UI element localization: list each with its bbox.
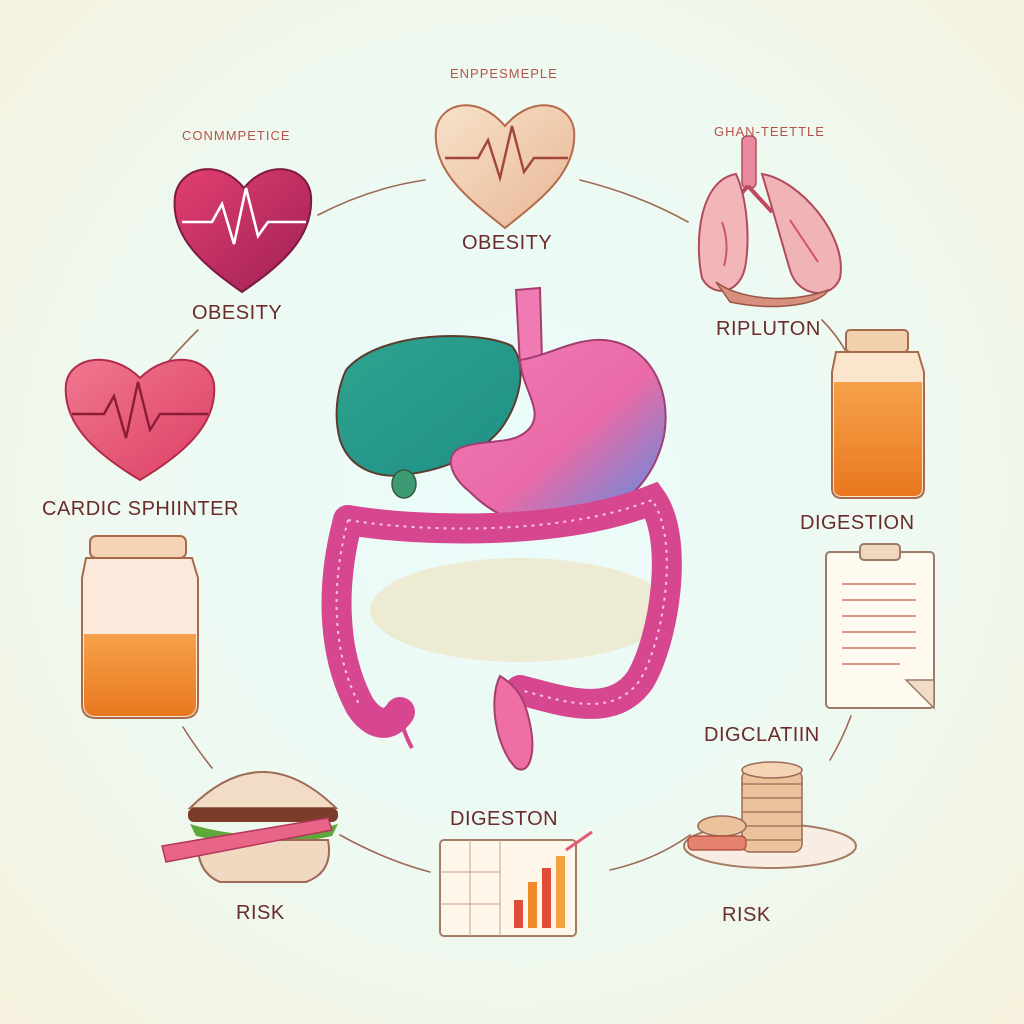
jar-icon	[831, 329, 925, 499]
heart-ecg-icon	[64, 358, 216, 482]
digestive-system-illustration	[321, 286, 682, 771]
label-obesity-top: OBESITY	[462, 232, 553, 254]
header-top-left: CONMMPETICE	[182, 128, 291, 143]
lungs-icon	[697, 135, 842, 308]
connector-lines	[167, 179, 852, 873]
label-cardic-sphiinter: CARDIC SPHIINTER	[42, 498, 239, 520]
header-top: ENPPESMEPLE	[450, 66, 558, 81]
heart-ecg-icon	[434, 104, 576, 230]
header-top-right: GHAN-TEETTLE	[714, 124, 825, 139]
coin-stack-icon	[683, 761, 857, 869]
label-ripluton: RIPLUTON	[716, 318, 821, 340]
label-obesity-left: OBESITY	[192, 302, 283, 324]
burger-icon	[161, 771, 339, 883]
label-risk-left: RISK	[236, 902, 285, 924]
label-digestion-right: DIGESTION	[800, 512, 915, 534]
label-risk-right: RISK	[722, 904, 771, 926]
jar-icon	[81, 535, 199, 719]
chart-icon	[439, 830, 593, 937]
clipboard-icon	[825, 543, 935, 710]
label-digclatiin: DIGCLATIIN	[704, 724, 820, 746]
label-digeston: DIGESTON	[450, 808, 559, 830]
heart-ecg-icon	[173, 168, 313, 294]
